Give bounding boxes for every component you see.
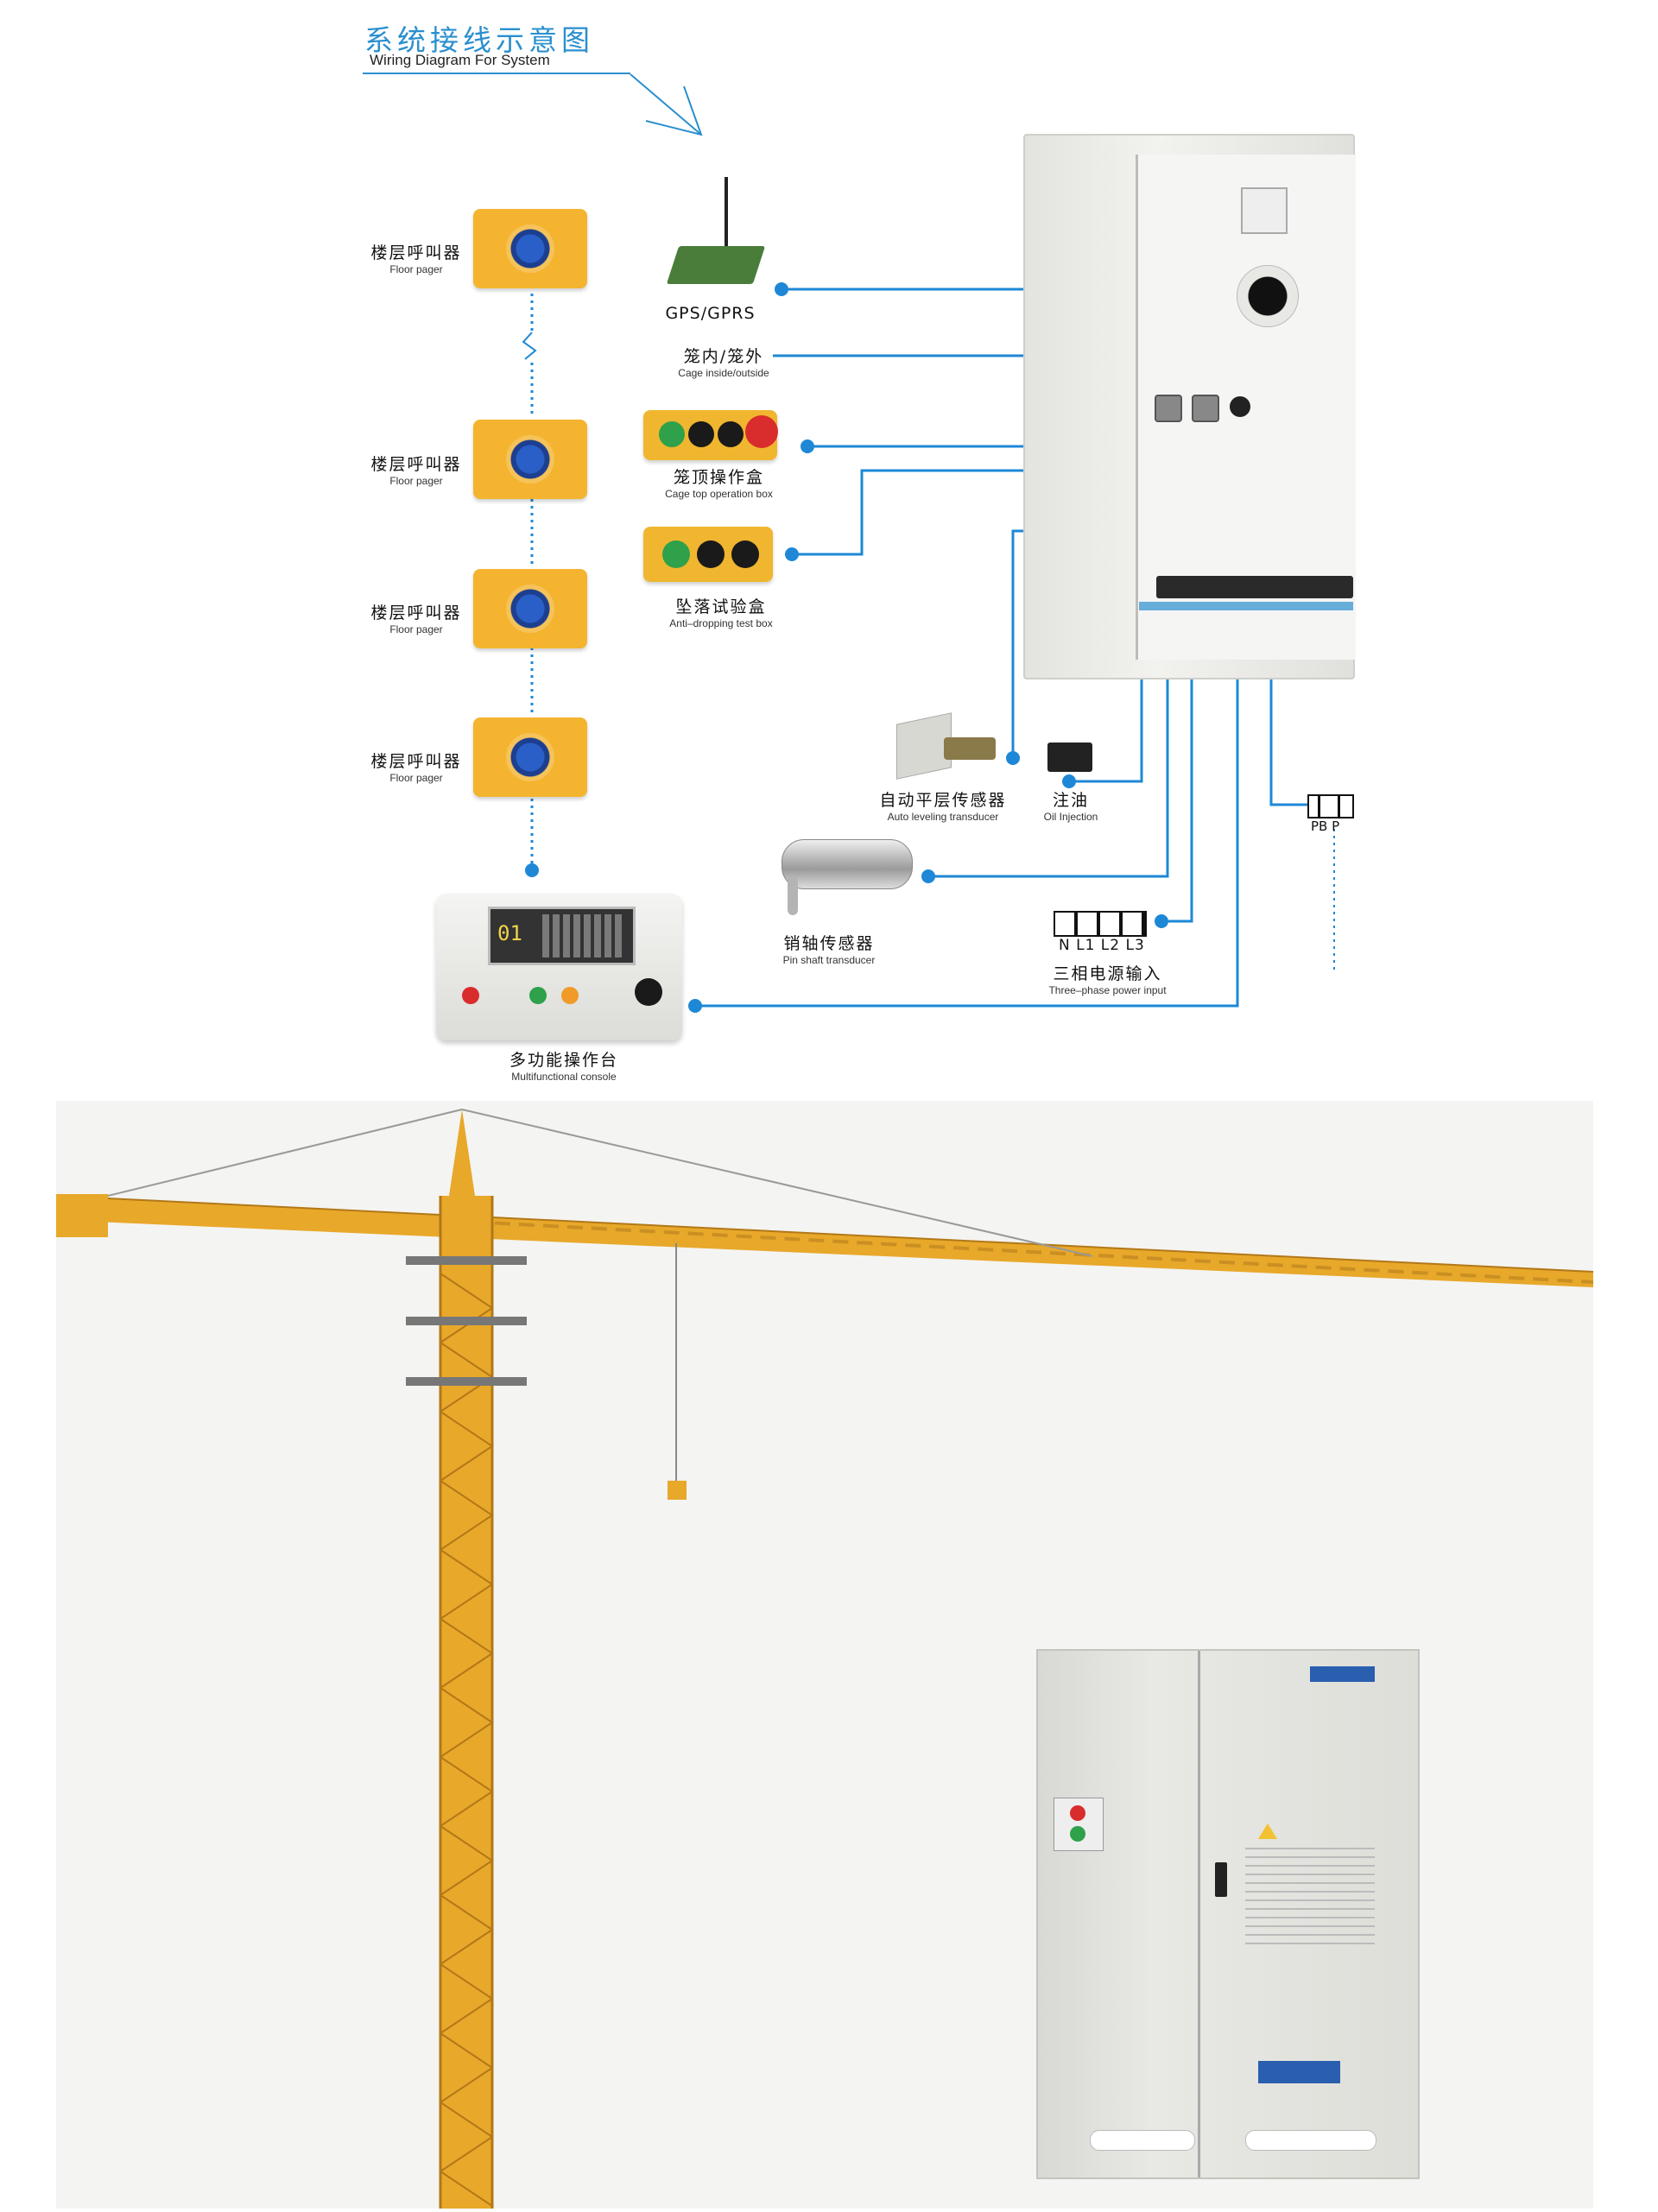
cabinet-switch xyxy=(1230,396,1250,417)
cabinet-brand-plate xyxy=(1310,1666,1375,1682)
wire-console xyxy=(695,596,1239,1008)
anti-drop-label-en: Anti–dropping test box xyxy=(669,617,773,629)
floor-pager-label: 楼层呼叫器 xyxy=(370,243,462,262)
pb-label: PB P xyxy=(1311,818,1340,834)
pager-button-icon xyxy=(506,585,554,633)
gps-label: GPS/GPRS xyxy=(665,304,756,323)
cabinet-knob xyxy=(1237,265,1299,327)
multifunction-console: 01 xyxy=(436,894,682,1040)
oil-label: 注油 xyxy=(1052,791,1089,810)
tower-crane-illustration xyxy=(55,1109,1594,2209)
electrical-cabinet-photo xyxy=(1036,1649,1420,2179)
pin-shaft-sensor xyxy=(782,839,913,889)
floor-pager-label-en: Floor pager xyxy=(389,263,443,275)
title-pointer-arrowhead xyxy=(645,85,703,136)
pager-link-break xyxy=(522,332,537,360)
cabinet-warning-text xyxy=(1245,1848,1375,1951)
cabinet-nameplate xyxy=(1258,2061,1340,2083)
pin-shaft-cable xyxy=(788,876,798,915)
cabinet-door-split xyxy=(1198,1651,1200,2177)
floor-pager-label: 楼层呼叫器 xyxy=(370,455,462,474)
cage-label: 笼内/笼外 xyxy=(683,347,764,366)
cabinet-connector-2 xyxy=(1192,395,1219,422)
cage-top-box xyxy=(643,410,778,460)
auto-level-sensor xyxy=(896,712,1000,780)
console-display-value: 01 xyxy=(497,921,522,945)
console-label: 多功能操作台 xyxy=(509,1051,618,1070)
red-indicator-icon xyxy=(1070,1805,1085,1821)
warning-icon xyxy=(1258,1823,1277,1839)
green-button-icon xyxy=(659,421,685,447)
red-button-icon xyxy=(462,987,479,1004)
pin-shaft-label-en: Pin shaft transducer xyxy=(782,954,876,966)
floor-pager-label-en: Floor pager xyxy=(389,475,443,487)
title-pointer-arrow xyxy=(630,73,702,136)
power-terminals-label: N L1 L2 L3 xyxy=(1059,937,1145,954)
diagram-subtitle: Wiring Diagram For System xyxy=(370,52,550,68)
power-terminal-block xyxy=(1054,911,1147,937)
black-button-icon xyxy=(731,540,759,568)
cabinet-connector-1 xyxy=(1155,395,1182,422)
black-button-icon xyxy=(718,421,744,447)
pb-terminal xyxy=(1307,794,1354,818)
anti-drop-label: 坠落试验盒 xyxy=(675,597,767,616)
gps-board xyxy=(666,246,766,284)
green-button-icon xyxy=(662,540,690,568)
black-button-icon xyxy=(697,540,725,568)
auto-level-label-en: Auto leveling transducer xyxy=(887,811,999,823)
floor-pager-label-en: Floor pager xyxy=(389,772,443,784)
green-indicator-icon xyxy=(1070,1826,1085,1842)
cage-top-label: 笼顶操作盒 xyxy=(673,468,764,487)
pager-button-icon xyxy=(506,435,554,483)
control-cabinet-diagram xyxy=(1023,134,1356,679)
wire-power xyxy=(1161,596,1193,923)
product-photo xyxy=(55,1101,1594,2209)
floor-pager-label: 楼层呼叫器 xyxy=(370,752,462,771)
floor-pager-3 xyxy=(473,569,587,648)
power-label: 三相电源输入 xyxy=(1053,964,1162,983)
cage-top-label-en: Cage top operation box xyxy=(665,488,773,500)
gps-module xyxy=(666,177,766,298)
oil-injection-device xyxy=(1047,743,1092,772)
auto-level-label: 自动平层传感器 xyxy=(879,791,1007,810)
console-label-en: Multifunctional console xyxy=(511,1071,617,1083)
cage-label-en: Cage inside/outside xyxy=(678,367,769,379)
console-led-grid xyxy=(542,914,625,957)
cabinet-handle xyxy=(1215,1862,1227,1897)
floor-pager-label: 楼层呼叫器 xyxy=(370,604,462,623)
floor-pager-1 xyxy=(473,209,587,288)
floor-pager-4 xyxy=(473,717,587,797)
green-button-icon xyxy=(529,987,547,1004)
pager-button-icon xyxy=(506,224,554,273)
gps-antenna-icon xyxy=(725,177,728,246)
cabinet-meter xyxy=(1241,187,1288,234)
cabinet-base-slot-2 xyxy=(1245,2130,1376,2151)
diagram-title: 系统接线示意图 xyxy=(364,23,594,57)
console-screen: 01 xyxy=(488,907,636,965)
pin-shaft-label: 销轴传感器 xyxy=(783,934,875,953)
cabinet-terminal-block xyxy=(1156,576,1353,598)
floor-pager-label-en: Floor pager xyxy=(389,623,443,635)
cabinet-terminal-rail xyxy=(1139,602,1353,610)
black-button-icon xyxy=(688,421,714,447)
emergency-stop-icon xyxy=(745,415,778,448)
cabinet-indicator-panel xyxy=(1054,1798,1104,1851)
anti-drop-box xyxy=(643,527,773,582)
title-underline xyxy=(363,73,630,74)
oil-label-en: Oil Injection xyxy=(1043,811,1098,823)
power-label-en: Three–phase power input xyxy=(1048,984,1167,996)
wire-pin xyxy=(928,596,1169,878)
orange-button-icon xyxy=(561,987,579,1004)
pager-chain-node xyxy=(525,863,539,877)
cabinet-base-slot-1 xyxy=(1090,2130,1195,2151)
floor-pager-2 xyxy=(473,420,587,499)
joystick-icon xyxy=(635,978,662,1006)
pager-button-icon xyxy=(506,733,554,781)
